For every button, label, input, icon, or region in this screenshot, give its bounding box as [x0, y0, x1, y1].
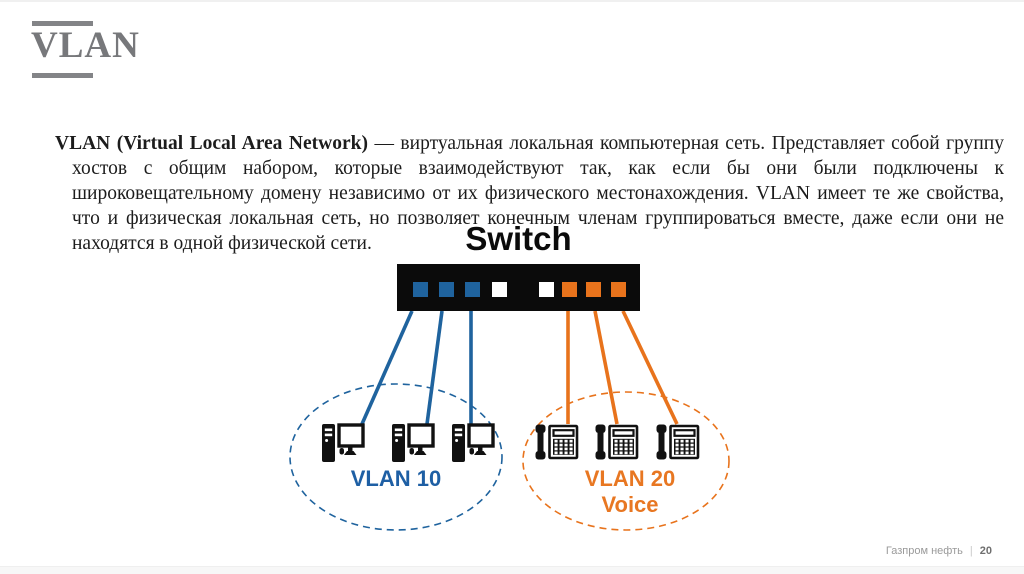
desk-phone-icon — [534, 423, 579, 461]
desktop-computer-icon — [450, 422, 495, 464]
definition-text: — виртуальная локальная компьютерная сет… — [72, 132, 1004, 254]
vlan10-computers — [320, 422, 495, 464]
switch-port-orange — [586, 282, 601, 297]
bottom-edge-strip — [0, 566, 1024, 574]
vlan-definition-paragraph: VLAN (Virtual Local Area Network) — вирт… — [55, 131, 1004, 256]
cable-orange-3 — [621, 310, 679, 425]
cable-blue-1 — [360, 310, 414, 425]
vlan20-label: VLAN 20 — [584, 466, 676, 491]
switch-port-white — [539, 282, 554, 297]
vlan10-cables — [360, 310, 473, 425]
switch-port-orange — [562, 282, 577, 297]
vlan20-cables — [566, 310, 679, 425]
definition-term: VLAN (Virtual Local Area Network) — [55, 132, 368, 154]
switch-device — [397, 264, 640, 311]
vlan20-group-ellipse — [522, 391, 730, 531]
vlan20-phones — [534, 423, 700, 461]
switch-port-blue — [413, 282, 428, 297]
vlan10-group-ellipse — [289, 383, 503, 531]
desk-phone-icon — [655, 423, 700, 461]
cable-orange-2 — [593, 310, 619, 425]
slide-title: VLAN — [31, 25, 140, 66]
switch-port-blue — [465, 282, 480, 297]
cable-blue-2 — [425, 310, 444, 425]
footer-company-name: Газпром нефть — [885, 545, 963, 557]
desktop-computer-icon — [390, 422, 435, 464]
vlan20-sublabel: Voice — [601, 492, 659, 517]
switch-port-blue — [439, 282, 454, 297]
title-accent-bar-bottom — [32, 73, 93, 78]
desktop-computer-icon — [320, 422, 365, 464]
vlan10-label: VLAN 10 — [350, 466, 442, 491]
switch-port-white — [492, 282, 507, 297]
title-accent-bar-top — [32, 21, 93, 26]
switch-port-orange — [611, 282, 626, 297]
footer-separator: | — [969, 545, 973, 557]
footer-page-number: 20 — [979, 545, 992, 557]
top-edge-strip — [0, 0, 1024, 2]
slide-footer: Газпром нефть | 20 — [886, 545, 992, 557]
switch-label: Switch — [465, 220, 572, 257]
desk-phone-icon — [594, 423, 639, 461]
